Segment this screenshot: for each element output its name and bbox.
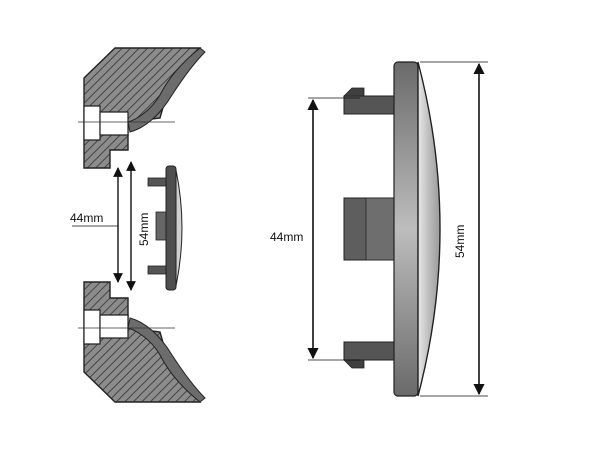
clip-top-hook [343, 87, 365, 97]
clip-top [343, 95, 397, 115]
dim-label-cap: 54mm [137, 213, 151, 246]
bore-lower-inner [99, 314, 129, 339]
clip-bottom [343, 341, 397, 361]
hub-cap-enlarged-right-view: 44mm 54mm [270, 61, 488, 397]
wheel-section-left-view: 44mm 54mm [70, 47, 206, 403]
dim-label-bore: 44mm [70, 211, 103, 225]
dim-label-cap-diameter: 54mm [453, 225, 467, 258]
bore-lower [83, 309, 101, 345]
wheel-rim-lower [127, 317, 206, 403]
cap-domed-face [417, 61, 441, 397]
bore-upper [83, 105, 101, 141]
wheel-rim-upper [127, 47, 206, 133]
clip-bottom-hook [343, 359, 365, 369]
dim-label-clip-span: 44mm [270, 230, 303, 244]
bore-upper-inner [99, 111, 129, 136]
cap-back-plate [393, 61, 419, 397]
hub-cap-small [147, 165, 183, 291]
